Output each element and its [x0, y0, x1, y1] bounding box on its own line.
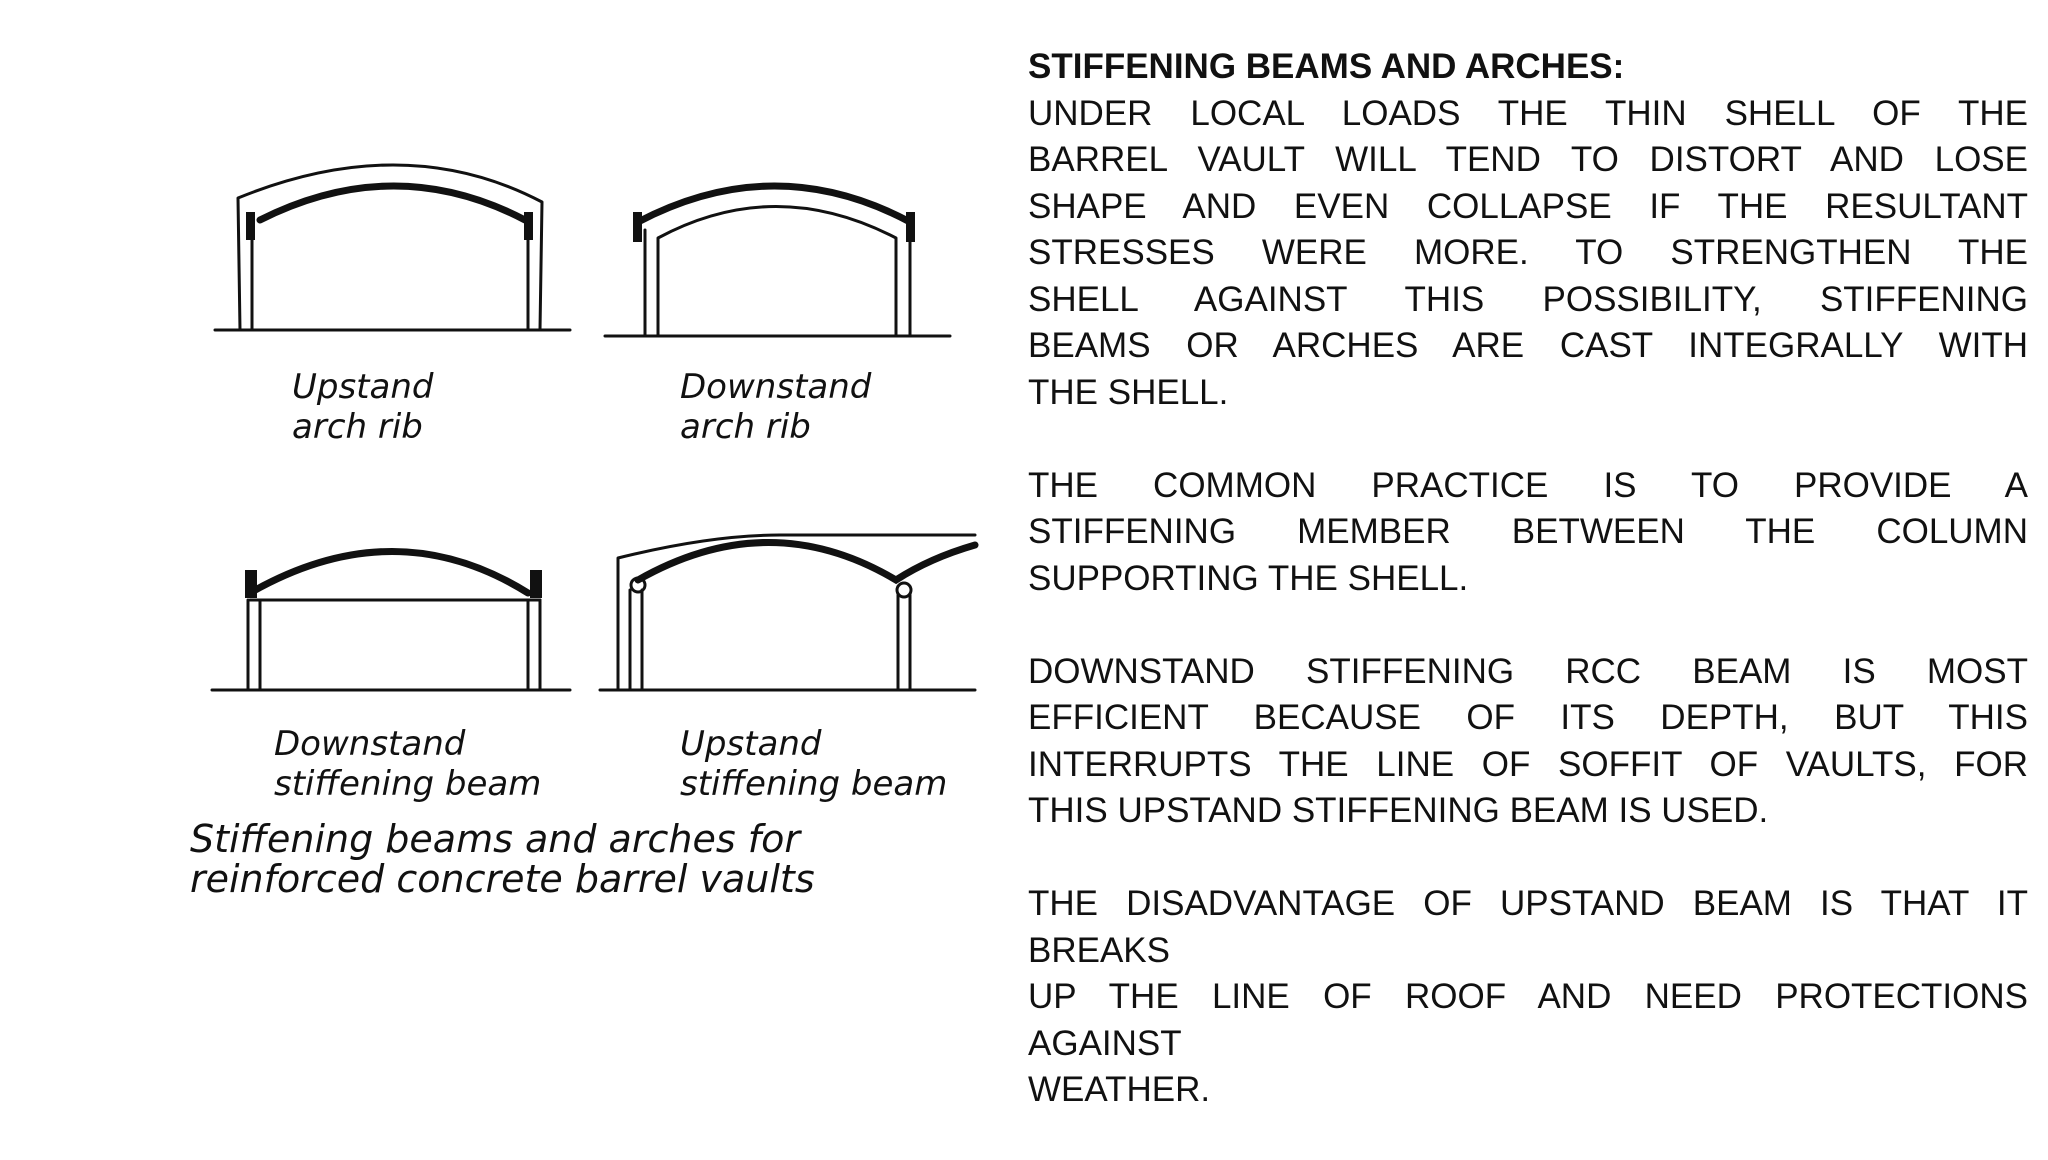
text-line: THE SHELL.: [1028, 372, 1229, 412]
text-line: SHELL AGAINST THIS POSSIBILITY, STIFFENI…: [1028, 279, 2028, 319]
label-upstand-arch-rib-line2: arch rib: [292, 407, 423, 447]
sketch-downstand-stiffening-beam: Downstand stiffening beam: [210, 548, 572, 804]
text-line: STIFFENING MEMBER BETWEEN THE COLUMN: [1028, 512, 2028, 551]
rib-bearing-left: [246, 212, 255, 240]
label-upstand-arch-rib-line1: Upstand: [292, 367, 434, 407]
figure-caption-line1: Stiffening beams and arches for: [190, 817, 802, 861]
shell-top: [634, 539, 979, 585]
beam-end-right: [530, 570, 542, 598]
rib-end-left: [633, 212, 642, 242]
downstand-rib: [643, 205, 912, 338]
text-line: DOWNSTAND STIFFENING RCC BEAM IS MOST: [1028, 651, 2028, 691]
sketch-upstand-stiffening-beam: Upstand stiffening beam: [598, 533, 979, 804]
text-line: EFFICIENT BECAUSE OF ITS DEPTH, BUT THIS: [1028, 698, 2028, 737]
shell-top: [246, 548, 532, 597]
label-upstand-beam-line1: Upstand: [680, 724, 822, 764]
text-line: THE COMMON PRACTICE IS TO PROVIDE A: [1028, 465, 2028, 505]
text-line: WEATHER.: [1028, 1070, 1211, 1109]
barrel-vault-sketches: Upstand arch rib Downstand arch rib Down…: [190, 163, 979, 901]
barrel-vault-figure: Upstand arch rib Downstand arch rib Down…: [190, 140, 990, 930]
text-line: THIS UPSTAND STIFFENING BEAM IS USED.: [1028, 791, 1769, 830]
arch-rib: [256, 182, 529, 224]
label-downstand-arch-rib-line1: Downstand: [680, 367, 872, 407]
text-line: UP THE LINE OF ROOF AND NEED PROTECTIONS: [1028, 977, 2028, 1016]
text-line: UNDER LOCAL LOADS THE THIN SHELL OF THE: [1028, 93, 2028, 133]
rib-bearing-right: [524, 212, 533, 240]
paragraph-3: DOWNSTAND STIFFENING RCC BEAM IS MOST EF…: [1028, 649, 2028, 835]
paragraph-1: UNDER LOCAL LOADS THE THIN SHELL OF THE …: [1028, 91, 2028, 417]
label-downstand-arch-rib-line2: arch rib: [680, 407, 811, 447]
paragraph-2: THE COMMON PRACTICE IS TO PROVIDE A STIF…: [1028, 463, 2028, 603]
beam-end-left: [245, 570, 257, 598]
text-column: STIFFENING BEAMS AND ARCHES: UNDER LOCAL…: [1028, 44, 2028, 1160]
shell-top: [634, 182, 914, 226]
hinge-right: [895, 581, 913, 599]
section-heading: STIFFENING BEAMS AND ARCHES:: [1028, 47, 1625, 86]
label-downstand-beam-line1: Downstand: [274, 724, 466, 764]
text-line: BARREL VAULT WILL TEND TO DISTORT AND LO…: [1028, 140, 2028, 179]
figure-caption-line2: reinforced concrete barrel vaults: [190, 857, 815, 901]
sketch-downstand-arch-rib: Downstand arch rib: [603, 182, 952, 447]
columns: [628, 588, 912, 692]
hinge-left: [629, 576, 647, 594]
upstand-outline: [616, 533, 977, 692]
text-line: STRESSES WERE MORE. TO STRENGTHEN THE: [1028, 233, 2028, 272]
text-line: SHAPE AND EVEN COLLAPSE IF THE RESULTANT: [1028, 186, 2028, 226]
label-upstand-beam-line2: stiffening beam: [680, 764, 947, 804]
label-downstand-beam-line2: stiffening beam: [274, 764, 541, 804]
paragraph-4: THE DISADVANTAGE OF UPSTAND BEAM IS THAT…: [1028, 881, 2028, 1114]
text-line: SUPPORTING THE SHELL.: [1028, 558, 1469, 598]
columns: [250, 214, 530, 332]
columns: [246, 598, 542, 692]
text-line: BEAMS OR ARCHES ARE CAST INTEGRALLY WITH: [1028, 326, 2028, 365]
text-line: BREAKS: [1028, 930, 1170, 970]
text-line: THE DISADVANTAGE OF UPSTAND BEAM IS THAT…: [1028, 884, 2028, 923]
text-line: INTERRUPTS THE LINE OF SOFFIT OF VAULTS,…: [1028, 744, 2028, 784]
rib-end-right: [906, 212, 915, 242]
sketch-upstand-arch-rib: Upstand arch rib: [213, 163, 572, 447]
vault-outline: [236, 163, 544, 332]
text-line: AGAINST: [1028, 1023, 1182, 1063]
